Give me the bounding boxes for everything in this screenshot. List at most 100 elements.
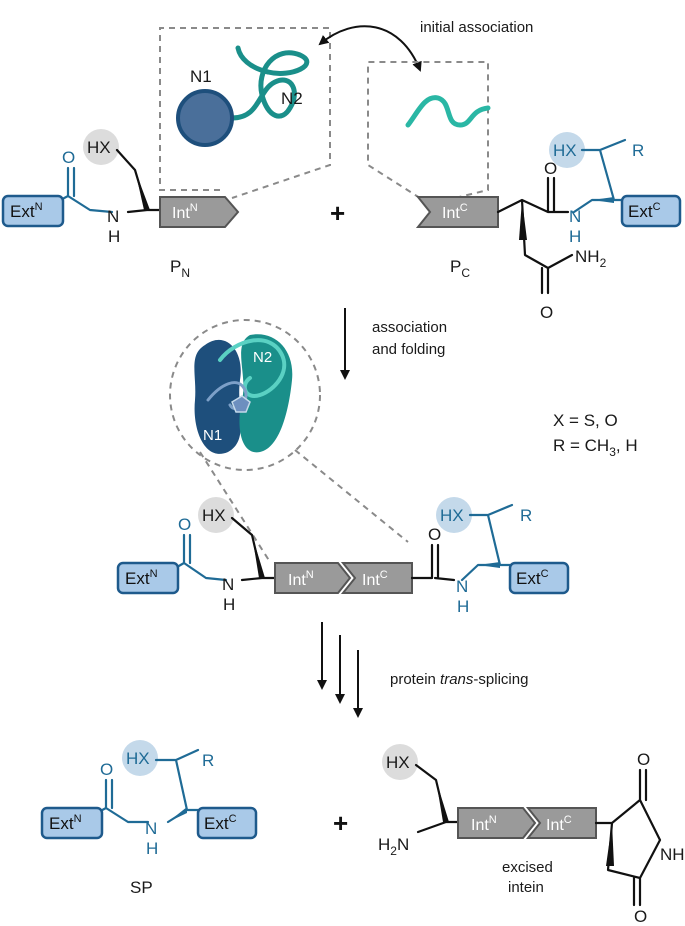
succinimide-ring: [594, 768, 662, 907]
pc-strand: [405, 95, 491, 128]
hx-highlight-mid-n: [198, 497, 234, 533]
ex-wedge: [436, 780, 449, 822]
pc-label: PC: [450, 257, 470, 280]
int-n-box-ex: [457, 807, 537, 839]
mid-c-r: R: [520, 506, 532, 525]
folded-intein-callout: [169, 319, 321, 471]
ext-c-box-pc: [620, 194, 682, 228]
pn-label: PN: [170, 257, 190, 280]
callout-line-right: [294, 449, 409, 543]
hx-highlight-sp: [122, 740, 158, 776]
mid-n-bonds: [230, 516, 277, 582]
association-label: association: [372, 319, 447, 336]
n2-label: N2: [281, 89, 303, 108]
protein-trans-splicing-label: protein trans-splicing: [390, 671, 528, 688]
intein-label: intein: [508, 879, 544, 896]
n1-label: N1: [190, 67, 212, 86]
int-c-box-ex: [525, 807, 597, 839]
sp-blue-bonds: [78, 748, 200, 824]
ext-c-text-pc: ExtC: [628, 201, 661, 221]
mid-n-wedge: [252, 535, 265, 578]
mid-c-h: H: [457, 597, 469, 616]
pc-wedge: [592, 197, 614, 203]
pn-callout-box: [159, 27, 331, 199]
pc-o2: O: [540, 303, 553, 322]
n1-domain: [176, 89, 234, 147]
succ-o2: O: [634, 907, 647, 926]
plus-top: +: [330, 198, 345, 228]
excised-intein: HX H2N IntN IntC O O NH excised intein: [378, 744, 685, 926]
pn-n: N: [107, 207, 119, 226]
hx-highlight-ex: [382, 744, 418, 780]
sp-o: O: [100, 760, 113, 779]
pn-wedge: [135, 170, 150, 210]
ex-bonds: [414, 763, 460, 834]
mid-n-o: O: [178, 515, 191, 534]
ext-n-box-pn: [1, 194, 65, 228]
hx-label-ex: HX: [386, 753, 410, 772]
sp-n: N: [145, 819, 157, 838]
succinimide-hash: [606, 823, 614, 866]
sp-wedge: [168, 807, 187, 822]
r-definition: R = CH3, H: [553, 436, 638, 459]
int-c-text-mid: IntC: [362, 569, 388, 589]
int-n-text-mid: IntN: [288, 569, 314, 589]
pn-fragment: N1 N2 HX O N H ExtN IntN PN: [1, 27, 331, 280]
hx-label-pn: HX: [87, 138, 111, 157]
hx-highlight-mid-c: [436, 497, 472, 533]
folded-intein: N2 N1: [194, 334, 293, 454]
int-n-text-ex: IntN: [471, 814, 497, 834]
ext-c-text-mid: ExtC: [516, 568, 549, 588]
int-c-text-ex: IntC: [546, 814, 572, 834]
succ-o1: O: [637, 750, 650, 769]
excised-label: excised: [502, 859, 553, 876]
x-definition: X = S, O: [553, 411, 618, 430]
hx-label-mid-c: HX: [440, 506, 464, 525]
assembled-complex: HX O N H ExtN IntN IntC O HX R N H ExtC: [116, 497, 570, 616]
int-n-text-pn: IntN: [172, 202, 198, 222]
n1-fold: [194, 339, 241, 454]
active-site-ring: [231, 395, 251, 413]
pc-n: N: [569, 207, 581, 226]
int-c-box-pc: [415, 196, 499, 228]
pc-fragment: IntC O O NH2 HX R N H ExtC PC: [367, 61, 682, 322]
hx-label-pc: HX: [553, 141, 577, 160]
ext-c-box-mid: [508, 561, 570, 595]
plus-bottom: +: [333, 808, 348, 838]
mid-n-h: H: [223, 595, 235, 614]
hx-highlight-pn: [83, 129, 119, 165]
pc-hash: [519, 200, 527, 240]
spliced-product: HX R O N H ExtN ExtC SP: [40, 740, 258, 897]
pc-nh2: NH2: [575, 247, 607, 270]
int-n-box-mid: [274, 562, 352, 594]
ext-n-text-mid: ExtN: [125, 568, 158, 588]
hx-highlight-pc: [549, 132, 585, 168]
ex-h2n: H2N: [378, 835, 409, 858]
hx-label-mid-n: HX: [202, 506, 226, 525]
sp-label: SP: [130, 878, 153, 897]
ext-n-text-pn: ExtN: [10, 201, 43, 221]
ext-n-box-mid: [116, 561, 180, 595]
pn-h: H: [108, 227, 120, 246]
succ-nh: NH: [660, 845, 685, 864]
sp-r: R: [202, 751, 214, 770]
pc-callout-box: [367, 61, 489, 199]
initial-association-arrow: [318, 25, 422, 72]
n2-strand: [229, 45, 310, 121]
pc-r: R: [632, 141, 644, 160]
ext-n-text-sp: ExtN: [49, 813, 82, 833]
sp-h: H: [146, 839, 158, 858]
mid-c-n: N: [456, 577, 468, 596]
and-folding-label: and folding: [372, 341, 445, 358]
pc-o1: O: [544, 159, 557, 178]
ext-n-box-sp: [40, 806, 104, 840]
int-c-box-mid: [340, 562, 413, 594]
ext-c-text-sp: ExtC: [204, 813, 237, 833]
mid-c-wedge: [478, 562, 500, 568]
int-c-text-pc: IntC: [442, 202, 468, 222]
n1-fold-label: N1: [203, 427, 222, 444]
pc-bonds: [496, 176, 574, 295]
mid-c-o: O: [428, 525, 441, 544]
pc-blue-bonds: [572, 138, 628, 214]
